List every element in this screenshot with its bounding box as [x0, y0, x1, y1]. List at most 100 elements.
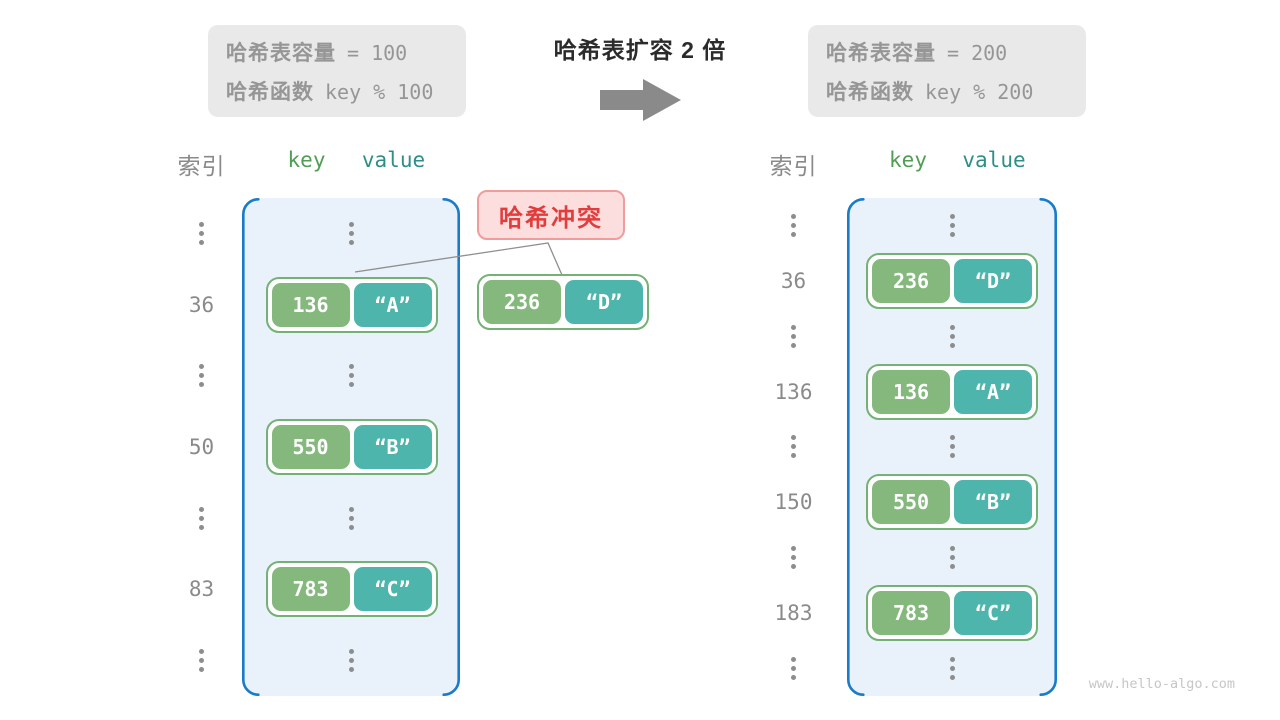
- pair-key: 236: [872, 258, 950, 303]
- ellipsis-dots: [199, 222, 204, 246]
- key-value-pair: 783“C”: [866, 585, 1038, 642]
- dot: [791, 231, 796, 237]
- bucket-cell: [243, 222, 460, 246]
- right-index-header: 索引: [769, 153, 818, 179]
- ellipsis-dots: [349, 364, 354, 388]
- index-cell: 150: [774, 490, 813, 515]
- pair-value: “C”: [954, 591, 1032, 636]
- bucket-cell: [847, 546, 1057, 570]
- pair-key: 550: [271, 424, 350, 469]
- dot: [791, 324, 796, 330]
- left-key-header: key: [287, 148, 326, 172]
- dot: [949, 213, 955, 219]
- dot: [349, 373, 354, 379]
- pair-value: “C”: [353, 567, 432, 612]
- dot: [949, 231, 955, 237]
- dot: [791, 453, 796, 459]
- dot: [949, 444, 955, 450]
- dot: [949, 555, 955, 561]
- ellipsis-dots: [949, 324, 955, 348]
- bucket-cell: 550“B”: [847, 474, 1057, 531]
- dot: [949, 666, 955, 672]
- ellipsis-dots: [199, 648, 204, 672]
- dot: [199, 515, 204, 521]
- ellipsis-dots: [949, 435, 955, 459]
- dot: [349, 240, 354, 246]
- ellipsis-row: [740, 530, 1057, 585]
- dot: [949, 657, 955, 663]
- index-cell: [740, 657, 847, 681]
- index-cell: 83: [188, 577, 215, 602]
- key-value-pair: 783“C”: [265, 561, 438, 618]
- index-cell: [740, 435, 847, 459]
- ellipsis-dots: [949, 546, 955, 570]
- ellipsis-dots: [199, 364, 204, 388]
- key-value-pair: 136“A”: [265, 276, 438, 333]
- hash-function-label: 哈希函数: [226, 80, 314, 104]
- dot: [199, 222, 204, 228]
- dot: [349, 222, 354, 228]
- ellipsis-row: [740, 198, 1057, 253]
- ellipsis-dots: [791, 546, 796, 570]
- hash-function-line: 哈希函数 key % 200: [826, 76, 1086, 106]
- ellipsis-dots: [791, 324, 796, 348]
- dot: [949, 222, 955, 228]
- index-cell: 183: [774, 601, 813, 626]
- dot: [791, 222, 796, 228]
- info-box-after: 哈希表容量 = 200 哈希函数 key % 200: [808, 25, 1086, 117]
- dot: [349, 648, 354, 654]
- pair-key: 136: [872, 369, 950, 414]
- right-key-header: key: [889, 148, 927, 172]
- index-cell: [740, 324, 847, 348]
- dot: [199, 231, 204, 237]
- dot: [349, 506, 354, 512]
- watermark: www.hello-algo.com: [1088, 676, 1235, 692]
- index-cell: [740, 546, 847, 570]
- resize-arrow-icon: [600, 79, 681, 121]
- ellipsis-row: [740, 309, 1057, 364]
- dot: [199, 240, 204, 246]
- hash-function-line: 哈希函数 key % 100: [226, 76, 466, 106]
- left-value-header: value: [361, 148, 426, 172]
- index-cell: [160, 506, 243, 530]
- capacity-value: = 200: [947, 40, 1008, 65]
- ellipsis-row: [740, 420, 1057, 475]
- bucket-cell: 550“B”: [243, 418, 460, 475]
- pair-key: 236: [483, 280, 561, 324]
- pair-key: 783: [271, 567, 350, 612]
- hash-collision-label: 哈希冲突: [477, 190, 625, 240]
- dot: [349, 657, 354, 663]
- index-cell: 36: [188, 292, 215, 317]
- key-value-pair: 236“D”: [866, 252, 1038, 309]
- dot: [949, 342, 955, 348]
- capacity-label: 哈希表容量: [826, 41, 936, 65]
- key-value-pair: 136“A”: [866, 363, 1038, 420]
- ellipsis-dots: [349, 648, 354, 672]
- dot: [949, 324, 955, 330]
- ellipsis-row: [160, 340, 460, 411]
- dot: [791, 564, 796, 570]
- ellipsis-row: [160, 483, 460, 554]
- hash-function-label: 哈希函数: [826, 80, 914, 104]
- pair-value: “B”: [954, 480, 1032, 525]
- bucket-cell: [243, 506, 460, 530]
- ellipsis-dots: [791, 213, 796, 237]
- left-index-header: 索引: [177, 153, 226, 179]
- dot: [791, 657, 796, 663]
- dot: [949, 435, 955, 441]
- dot: [199, 506, 204, 512]
- pair-key: 783: [872, 591, 950, 636]
- bucket-cell: [847, 213, 1057, 237]
- dot: [791, 666, 796, 672]
- capacity-line: 哈希表容量 = 100: [226, 37, 466, 67]
- index-cell: [160, 222, 243, 246]
- dot: [199, 657, 204, 663]
- ellipsis-dots: [949, 213, 955, 237]
- dot: [949, 453, 955, 459]
- diagram-title: 哈希表扩容 2 倍: [553, 37, 727, 63]
- ellipsis-dots: [349, 222, 354, 246]
- dot: [199, 648, 204, 654]
